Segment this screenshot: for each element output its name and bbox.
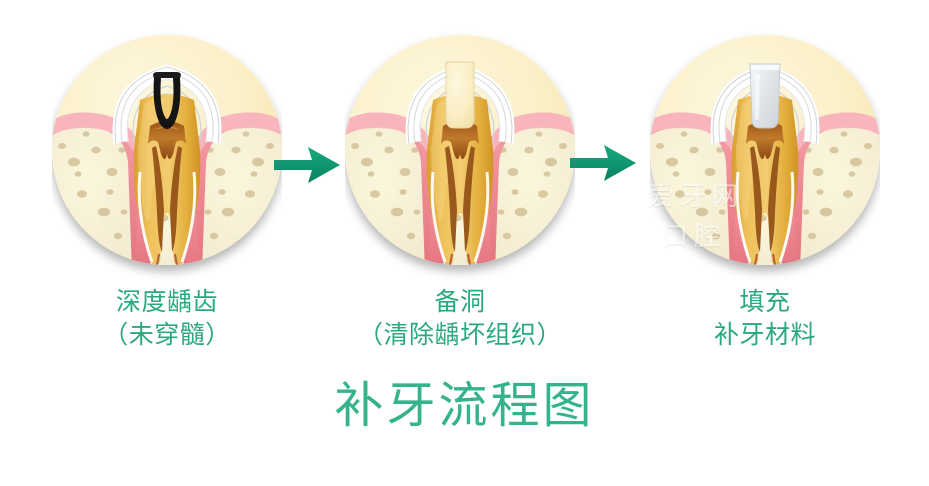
step-caption-3-line-2: 补牙材料: [713, 320, 816, 349]
periodontal-line: [430, 171, 490, 263]
pulp-chamber: [746, 121, 784, 252]
flow-arrow-2: [568, 142, 638, 184]
filling-material-icon: [749, 63, 781, 129]
step-caption-1-line-2: （未穿髓）: [103, 320, 231, 349]
prepared-cavity-icon: [445, 61, 475, 129]
step-caption-2-line-2: （清除龋坏组织）: [357, 320, 562, 349]
pulp-chamber: [441, 121, 479, 252]
nerve-vessels: [749, 253, 781, 265]
periodontal-line: [137, 171, 197, 263]
steps-row: [0, 8, 929, 283]
nerve-vessels: [444, 253, 476, 265]
step-captions: 深度龋齿 （未穿髓） 备洞 （清除龋坏组织） 填充 补牙材料: [0, 282, 929, 366]
flow-arrow-1: [272, 144, 342, 186]
step-caption-1: 深度龋齿 （未穿髓）: [52, 286, 282, 351]
step-caption-3: 填充 补牙材料: [645, 286, 885, 351]
diagram-title: 补牙流程图: [334, 379, 595, 433]
caries-cavity-icon: [153, 72, 181, 129]
step-caption-2: 备洞 （清除龋坏组织）: [340, 286, 580, 351]
step-caption-3-line-1: 填充: [739, 288, 791, 316]
step-illustration-deep-caries: [52, 22, 282, 287]
pulp-chamber: [148, 121, 186, 252]
step-illustration-prepared-cavity: [345, 22, 575, 287]
step-caption-2-line-1: 备洞: [434, 288, 486, 316]
step-caption-1-line-1: 深度龋齿: [115, 288, 218, 316]
step-illustration-filled: [650, 22, 880, 287]
nerve-vessels: [151, 253, 183, 265]
periodontal-line: [735, 171, 795, 263]
